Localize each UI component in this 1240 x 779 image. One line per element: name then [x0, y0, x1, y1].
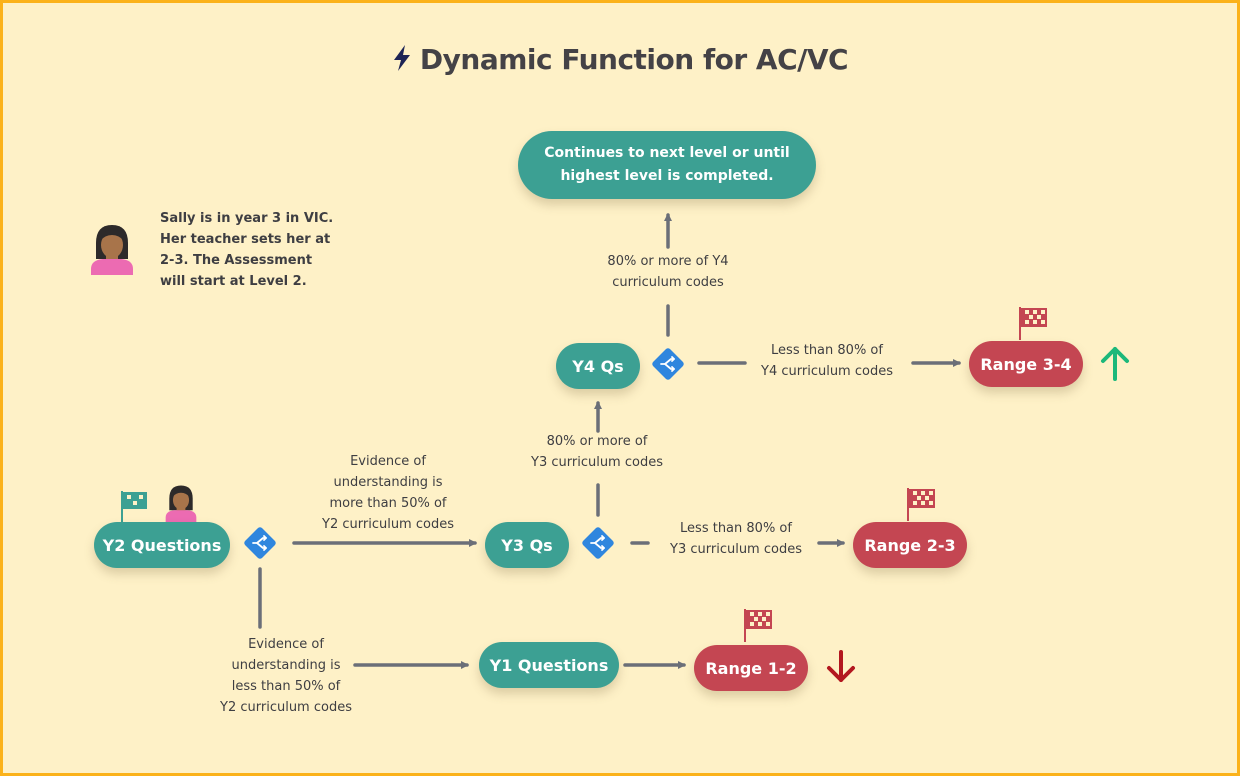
student-avatar-icon [164, 484, 198, 527]
node-y1-questions[interactable]: Y1 Questions [479, 642, 619, 688]
decision-y3[interactable] [580, 525, 616, 561]
student-note: Sally is in year 3 in VIC. Her teacher s… [160, 208, 333, 292]
note-line: Sally is in year 3 in VIC. [160, 211, 334, 226]
node-range-3-4[interactable]: Range 3-4 [969, 341, 1083, 387]
edge-label-y4-right: Less than 80% of Y4 curriculum codes [761, 343, 893, 379]
note-line: Her teacher sets her at [160, 232, 331, 247]
note-line: 2-3. The Assessment [160, 253, 313, 268]
edge-label-y3-up: 80% or more of Y3 curriculum codes [531, 434, 663, 470]
arrow-down-icon [825, 648, 857, 691]
checkered-flag-icon [1018, 306, 1048, 345]
edge-label-y4-up: 80% or more of Y4 curriculum codes [607, 254, 729, 290]
node-range-1-2[interactable]: Range 1-2 [694, 645, 808, 691]
split-arrows-icon [652, 348, 684, 380]
split-arrows-icon [244, 527, 276, 559]
node-range-2-3[interactable]: Range 2-3 [853, 522, 967, 568]
edge-label-y2-down: Evidence of understanding is less than 5… [220, 637, 352, 715]
checkered-flag-icon [906, 487, 936, 526]
note-line: will start at Level 2. [160, 274, 307, 289]
decision-y2[interactable] [242, 525, 278, 561]
split-arrows-icon [582, 527, 614, 559]
lightning-bolt-icon [392, 44, 412, 79]
node-y4-questions[interactable]: Y4 Qs [556, 343, 640, 389]
arrow-up-icon [1099, 345, 1131, 388]
connectors [258, 213, 961, 669]
decision-y4[interactable] [650, 346, 686, 382]
node-y3-questions[interactable]: Y3 Qs [485, 522, 569, 568]
page-title: Dynamic Function for AC/VC [3, 43, 1237, 79]
node-continue-line: Continues to next level or until [544, 145, 790, 161]
edge-label-y3-right: Less than 80% of Y3 curriculum codes [670, 521, 802, 557]
title-text: Dynamic Function for AC/VC [419, 43, 849, 76]
node-y2-questions[interactable]: Y2 Questions [94, 522, 230, 568]
start-flag-icon [120, 490, 148, 527]
node-continue[interactable]: Continues to next level or until highest… [518, 131, 816, 199]
node-continue-line: highest level is completed. [560, 168, 774, 184]
edge-label-y2-right: Evidence of understanding is more than 5… [322, 454, 454, 532]
checkered-flag-icon [743, 608, 773, 647]
student-avatar-icon [89, 223, 135, 280]
